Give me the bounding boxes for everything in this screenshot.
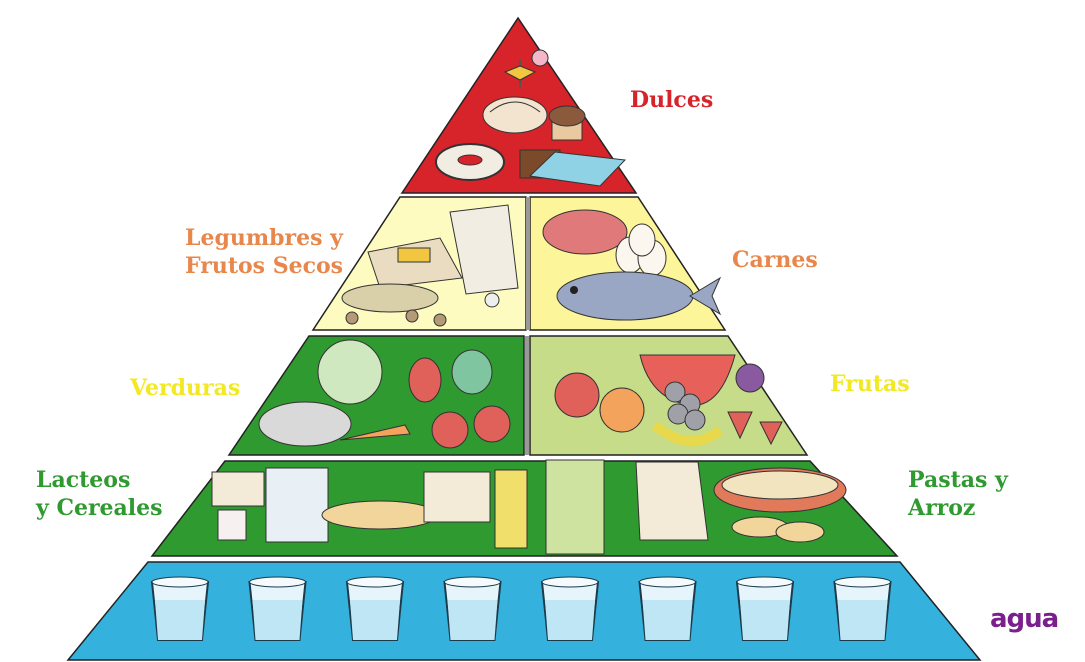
croissant-icon [482,96,548,134]
apple-icon [554,372,600,418]
meat-icon [542,209,628,255]
cabbage-icon [317,339,383,405]
label-legumbres-line1: Legumbres y [185,225,343,251]
label-carnes-text: Carnes [732,247,818,273]
water-glass-icon [150,576,210,641]
strawberry-icon [727,411,783,446]
water-glass-icon [443,576,502,641]
label-verduras-text: Verduras [130,375,241,401]
banana-icon [651,421,724,447]
cereal-box-icon [545,459,605,555]
tomato-icon [431,405,511,449]
label-pastas: Pastas y Arroz [908,466,1008,522]
label-dulces-text: Dulces [630,87,714,113]
label-agua: agua [990,604,1059,634]
eggs-icon [615,223,667,277]
chickpeas-sack-icon [449,204,519,295]
chocolate-icon [519,149,627,187]
label-verduras: Verduras [130,374,240,402]
milk-carton-icon [265,467,329,543]
label-legumbres: Legumbres y Frutos Secos [185,224,343,280]
grapes-icon [664,381,706,431]
label-lacteos-line1: Lacteos [36,467,131,493]
frutas-items [554,354,783,447]
lentils-sack-icon [367,237,463,289]
label-frutas: Frutas [830,370,910,398]
bread-icon [321,471,491,530]
label-frutas-text: Frutas [830,371,910,397]
water-glass-icon [248,576,307,641]
water-glass-icon [735,576,795,641]
donut-icon [435,143,505,181]
oil-bottle-icon [494,469,528,549]
label-pastas-line1: Pastas y [908,467,1008,493]
water-glass-icon [638,576,697,641]
fish-icon [556,271,722,321]
carrot-icon [339,424,411,441]
legumbres-items [341,204,519,327]
label-carnes: Carnes [732,246,818,274]
lacteos-items [211,459,847,555]
water-glasses [150,576,892,641]
verduras-items [258,339,511,449]
gofio-bag-icon [635,461,709,541]
water-glass-icon [345,576,405,641]
dulces-items [435,49,627,187]
candy-icon [503,49,549,88]
carnes-items [542,209,722,321]
label-dulces: Dulces [630,86,713,114]
label-lacteos: Lacteos y Cereales [36,466,163,522]
water-glass-icon [833,576,892,641]
water-glass-icon [540,576,600,641]
pepper-icon [408,349,493,403]
pasta-dish-icon [713,467,847,513]
label-pastas-line2: Arroz [908,495,976,521]
label-lacteos-line2: y Cereales [36,495,163,521]
label-legumbres-line2: Frutos Secos [185,253,344,279]
eggplant-icon [258,401,352,447]
label-agua-text: agua [990,604,1059,634]
muffin-icon [548,105,586,141]
